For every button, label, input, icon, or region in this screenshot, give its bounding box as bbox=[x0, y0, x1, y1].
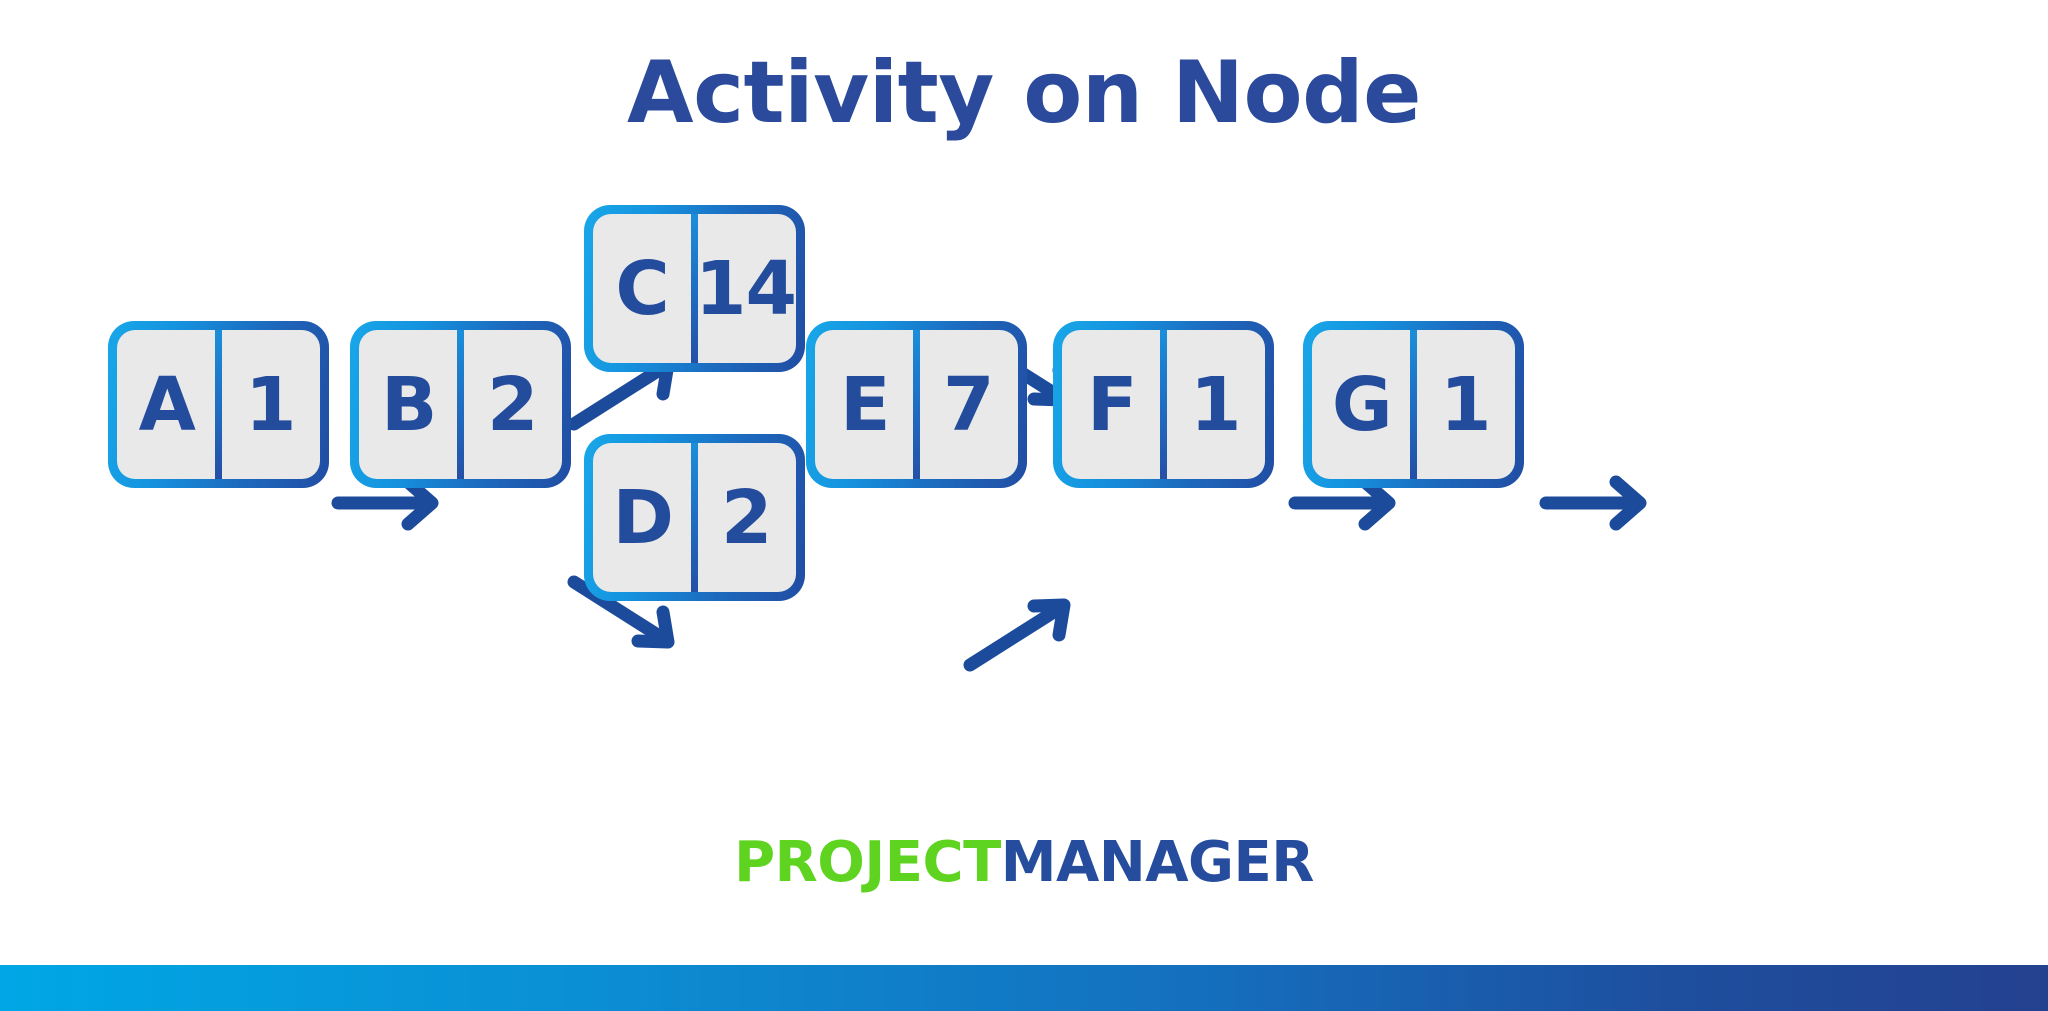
page-title: Activity on Node bbox=[627, 43, 1421, 143]
node-e-divider bbox=[913, 330, 920, 479]
node-b-label: B bbox=[381, 361, 437, 448]
node-e-duration: 7 bbox=[943, 361, 994, 448]
node-a-label: A bbox=[138, 361, 196, 448]
arrow-a-to-b bbox=[331, 475, 439, 531]
node-c-body: C 14 bbox=[593, 214, 797, 363]
node-e[interactable]: E 7 bbox=[806, 321, 1027, 488]
node-c-divider bbox=[691, 214, 698, 363]
node-a-duration: 1 bbox=[245, 361, 296, 448]
node-e-label: E bbox=[839, 361, 891, 448]
node-e-body: E 7 bbox=[815, 330, 1018, 479]
node-g-duration: 1 bbox=[1440, 361, 1491, 448]
node-c[interactable]: C 14 bbox=[584, 205, 805, 372]
node-d-body: D 2 bbox=[593, 443, 796, 592]
node-g[interactable]: G 1 bbox=[1303, 321, 1524, 488]
node-d[interactable]: D 2 bbox=[584, 434, 805, 601]
node-a-divider bbox=[215, 330, 222, 479]
node-f-divider bbox=[1160, 330, 1167, 479]
node-d-divider bbox=[691, 443, 698, 592]
arrow-d-to-e bbox=[963, 598, 1071, 672]
node-b[interactable]: B 2 bbox=[350, 321, 571, 488]
node-b-duration: 2 bbox=[487, 361, 538, 448]
node-c-label: C bbox=[615, 245, 669, 332]
node-c-duration: 14 bbox=[695, 245, 797, 332]
node-f[interactable]: F 1 bbox=[1053, 321, 1274, 488]
node-g-divider bbox=[1410, 330, 1417, 479]
node-b-body: B 2 bbox=[359, 330, 562, 479]
arrow-f-to-g bbox=[1539, 475, 1647, 531]
arrow-b-to-c bbox=[567, 357, 675, 431]
node-g-body: G 1 bbox=[1312, 330, 1515, 479]
node-f-label: F bbox=[1086, 361, 1138, 448]
node-f-duration: 1 bbox=[1190, 361, 1241, 448]
logo-word-manager: MANAGER bbox=[1000, 830, 1315, 895]
arrow-e-to-f bbox=[1288, 475, 1396, 531]
node-d-duration: 2 bbox=[721, 474, 772, 561]
logo-word-project: PROJECT bbox=[734, 830, 1001, 895]
node-b-divider bbox=[457, 330, 464, 479]
projectmanager-logo: PROJECTMANAGER bbox=[0, 835, 2048, 891]
bottom-gradient-bar bbox=[0, 965, 2048, 1011]
node-a-body: A 1 bbox=[117, 330, 320, 479]
node-g-label: G bbox=[1331, 361, 1393, 448]
node-a[interactable]: A 1 bbox=[108, 321, 329, 488]
node-f-body: F 1 bbox=[1062, 330, 1265, 479]
node-d-label: D bbox=[612, 474, 674, 561]
